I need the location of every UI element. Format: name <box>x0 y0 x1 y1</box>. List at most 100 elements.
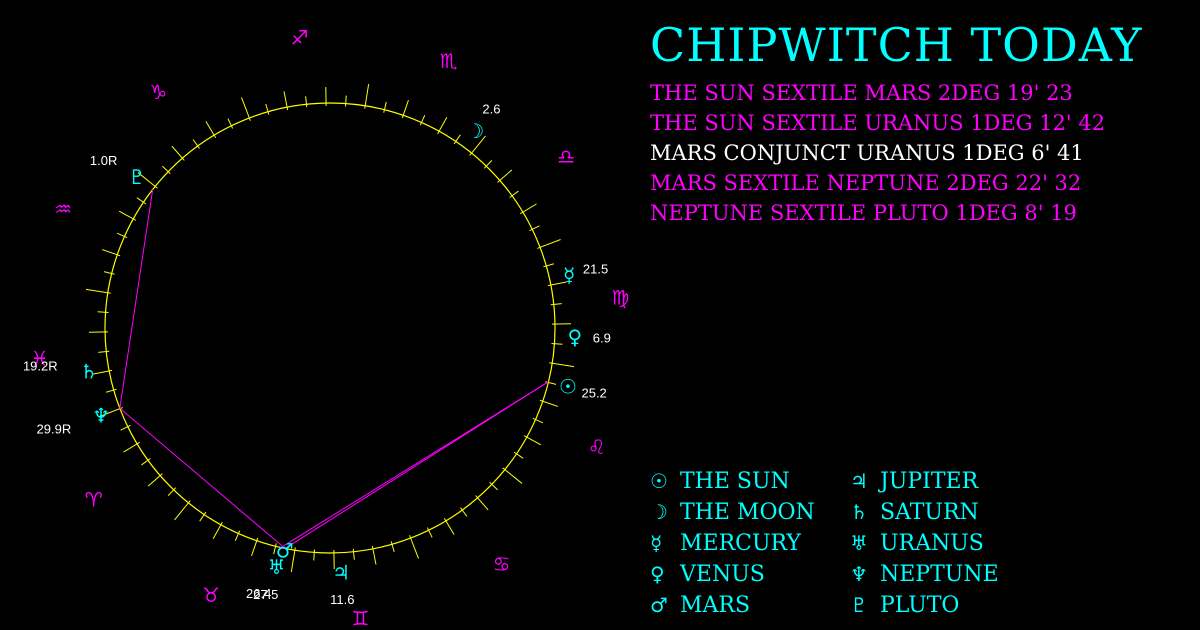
pluto-icon: ♇ <box>850 593 868 617</box>
pluto-marker-icon: ♇ <box>128 165 146 189</box>
mercury-marker-icon: ☿ <box>563 263 575 287</box>
planet-markers: ☉25.2☽2.6☿21.5♀6.9♂27.5♃11.6♄19.2R♅26.4♆… <box>23 102 611 608</box>
gemini-icon: ♊ <box>352 606 370 630</box>
legend-item: ☿ MERCURY <box>650 528 815 559</box>
wheel-tick <box>483 160 493 169</box>
sun-degree-label: 25.2 <box>581 385 606 400</box>
legend-label: THE SUN <box>680 469 790 494</box>
wheel-tick <box>241 97 251 121</box>
wheel-tick <box>383 101 387 113</box>
wheel-tick <box>537 239 561 249</box>
aspect-item: NEPTUNE SEXTILE PLUTO 1DEG 8' 19 <box>650 201 1077 225</box>
legend-label: NEPTUNE <box>880 562 999 587</box>
legend-item: ♅ URANUS <box>850 528 999 559</box>
wheel-tick <box>265 103 270 115</box>
aspect-line-sun-uranus <box>280 381 549 549</box>
wheel-tick <box>543 263 555 268</box>
legend-item: ♀ VENUS <box>650 559 815 590</box>
wheel-tick <box>513 451 524 459</box>
legend-item: ♃JUPITER <box>850 466 999 497</box>
cancer-icon: ♋ <box>493 552 511 576</box>
wheel-tick <box>532 417 544 424</box>
virgo-icon: ♍ <box>611 285 629 309</box>
wheel-tick <box>167 487 177 496</box>
zodiac-signs: ♈♉♊♋♌♍♎♏♐♑♒♓ <box>31 26 630 630</box>
wheel-tick <box>313 549 316 561</box>
jupiter-marker-icon: ♃ <box>332 561 350 585</box>
mars-degree-label: 27.5 <box>253 587 278 602</box>
zodiac-wheel: ♈♉♊♋♌♍♎♏♐♑♒♓ ☉25.2☽2.6☿21.5♀6.9♂27.5♃11.… <box>23 26 630 630</box>
legend-item: ☽THE MOON <box>650 497 815 528</box>
legend-item: ☉THE SUN <box>650 466 815 497</box>
wheel-tick <box>390 541 395 553</box>
wheel-tick <box>99 407 123 417</box>
wheel-tick <box>419 114 426 126</box>
neptune-icon: ♆ <box>850 562 868 586</box>
page-title: CHIPWITCH TODAY <box>650 18 1143 72</box>
wheel-tick <box>364 83 370 109</box>
neptune-marker-icon: ♆ <box>92 403 110 427</box>
wheel-circle <box>104 102 556 554</box>
legend-item: ♂ MARS <box>650 590 815 621</box>
jupiter-degree-label: 11.6 <box>330 592 354 607</box>
scorpio-icon: ♏ <box>440 49 458 73</box>
aspect-lines <box>119 189 549 549</box>
wheel-tick <box>162 165 171 175</box>
wheel-tick <box>426 527 433 538</box>
wheel-tick <box>103 271 115 275</box>
legend-label: URANUS <box>880 531 984 556</box>
aspect-item: MARS CONJUNCT URANUS 1DEG 6' 41 <box>650 141 1084 165</box>
wheel-tick <box>453 134 461 145</box>
wheel-tick <box>174 500 191 521</box>
sun-marker-icon: ☉ <box>559 374 577 398</box>
aspect-item: THE SUN SEXTILE URANUS 1DEG 12' 42 <box>650 111 1106 135</box>
taurus-icon: ♉ <box>202 583 220 607</box>
wheel-tick <box>199 511 207 522</box>
mars-icon: ♂ <box>650 593 668 617</box>
venus-marker-icon: ♀ <box>568 325 583 349</box>
wheel-ticks <box>85 83 575 573</box>
moon-marker-icon: ☽ <box>466 119 484 143</box>
wheel-tick <box>550 303 562 306</box>
wheel-tick <box>469 135 486 156</box>
wheel-tick <box>97 311 109 314</box>
venus-degree-label: 6.9 <box>593 330 611 345</box>
venus-icon: ♀ <box>650 562 665 586</box>
wheel-tick <box>141 458 151 466</box>
legend-label: MARS <box>680 593 751 618</box>
planet-legend-right: ♃JUPITER ♄SATURN ♅ URANUS ♆ NEPTUNE ♇ PLUTO <box>850 466 999 621</box>
wheel-tick <box>116 232 128 239</box>
wheel-tick <box>460 507 468 517</box>
sagittarius-icon: ♐ <box>291 26 309 50</box>
moon-icon: ☽ <box>650 500 668 524</box>
planet-legend-left: ☉THE SUN ☽THE MOON ☿ MERCURY ♀ VENUS ♂ MARS <box>650 466 815 621</box>
legend-item: ♄SATURN <box>850 497 999 528</box>
aries-icon: ♈ <box>85 488 103 512</box>
mercury-icon: ☿ <box>650 531 663 555</box>
wheel-tick <box>551 342 563 345</box>
wheel-tick <box>105 388 117 393</box>
legend-label: MERCURY <box>680 531 801 556</box>
wheel-tick <box>192 139 200 149</box>
uranus-marker-icon: ♅ <box>268 555 286 579</box>
uranus-icon: ♅ <box>850 531 868 555</box>
wheel-tick <box>98 350 110 353</box>
saturn-marker-icon: ♄ <box>80 359 98 383</box>
wheel-tick <box>234 530 241 542</box>
pluto-degree-label: 1.0R <box>90 153 117 168</box>
legend-label: PLUTO <box>880 593 960 618</box>
mars-marker-icon: ♂ <box>276 538 294 562</box>
legend-label: VENUS <box>680 562 765 587</box>
moon-degree-label: 2.6 <box>482 102 500 117</box>
capricorn-icon: ♑ <box>149 80 167 104</box>
aquarius-icon: ♒ <box>54 197 72 221</box>
wheel-tick <box>120 424 131 431</box>
wheel-tick <box>502 467 523 484</box>
legend-label: JUPITER <box>880 469 979 494</box>
wheel-tick <box>227 118 234 129</box>
wheel-tick <box>529 225 540 232</box>
wheel-tick <box>549 362 575 368</box>
wheel-tick <box>305 96 308 108</box>
aspect-item: THE SUN SEXTILE MARS 2DEG 19' 23 <box>650 81 1073 105</box>
wheel-tick <box>136 197 147 205</box>
